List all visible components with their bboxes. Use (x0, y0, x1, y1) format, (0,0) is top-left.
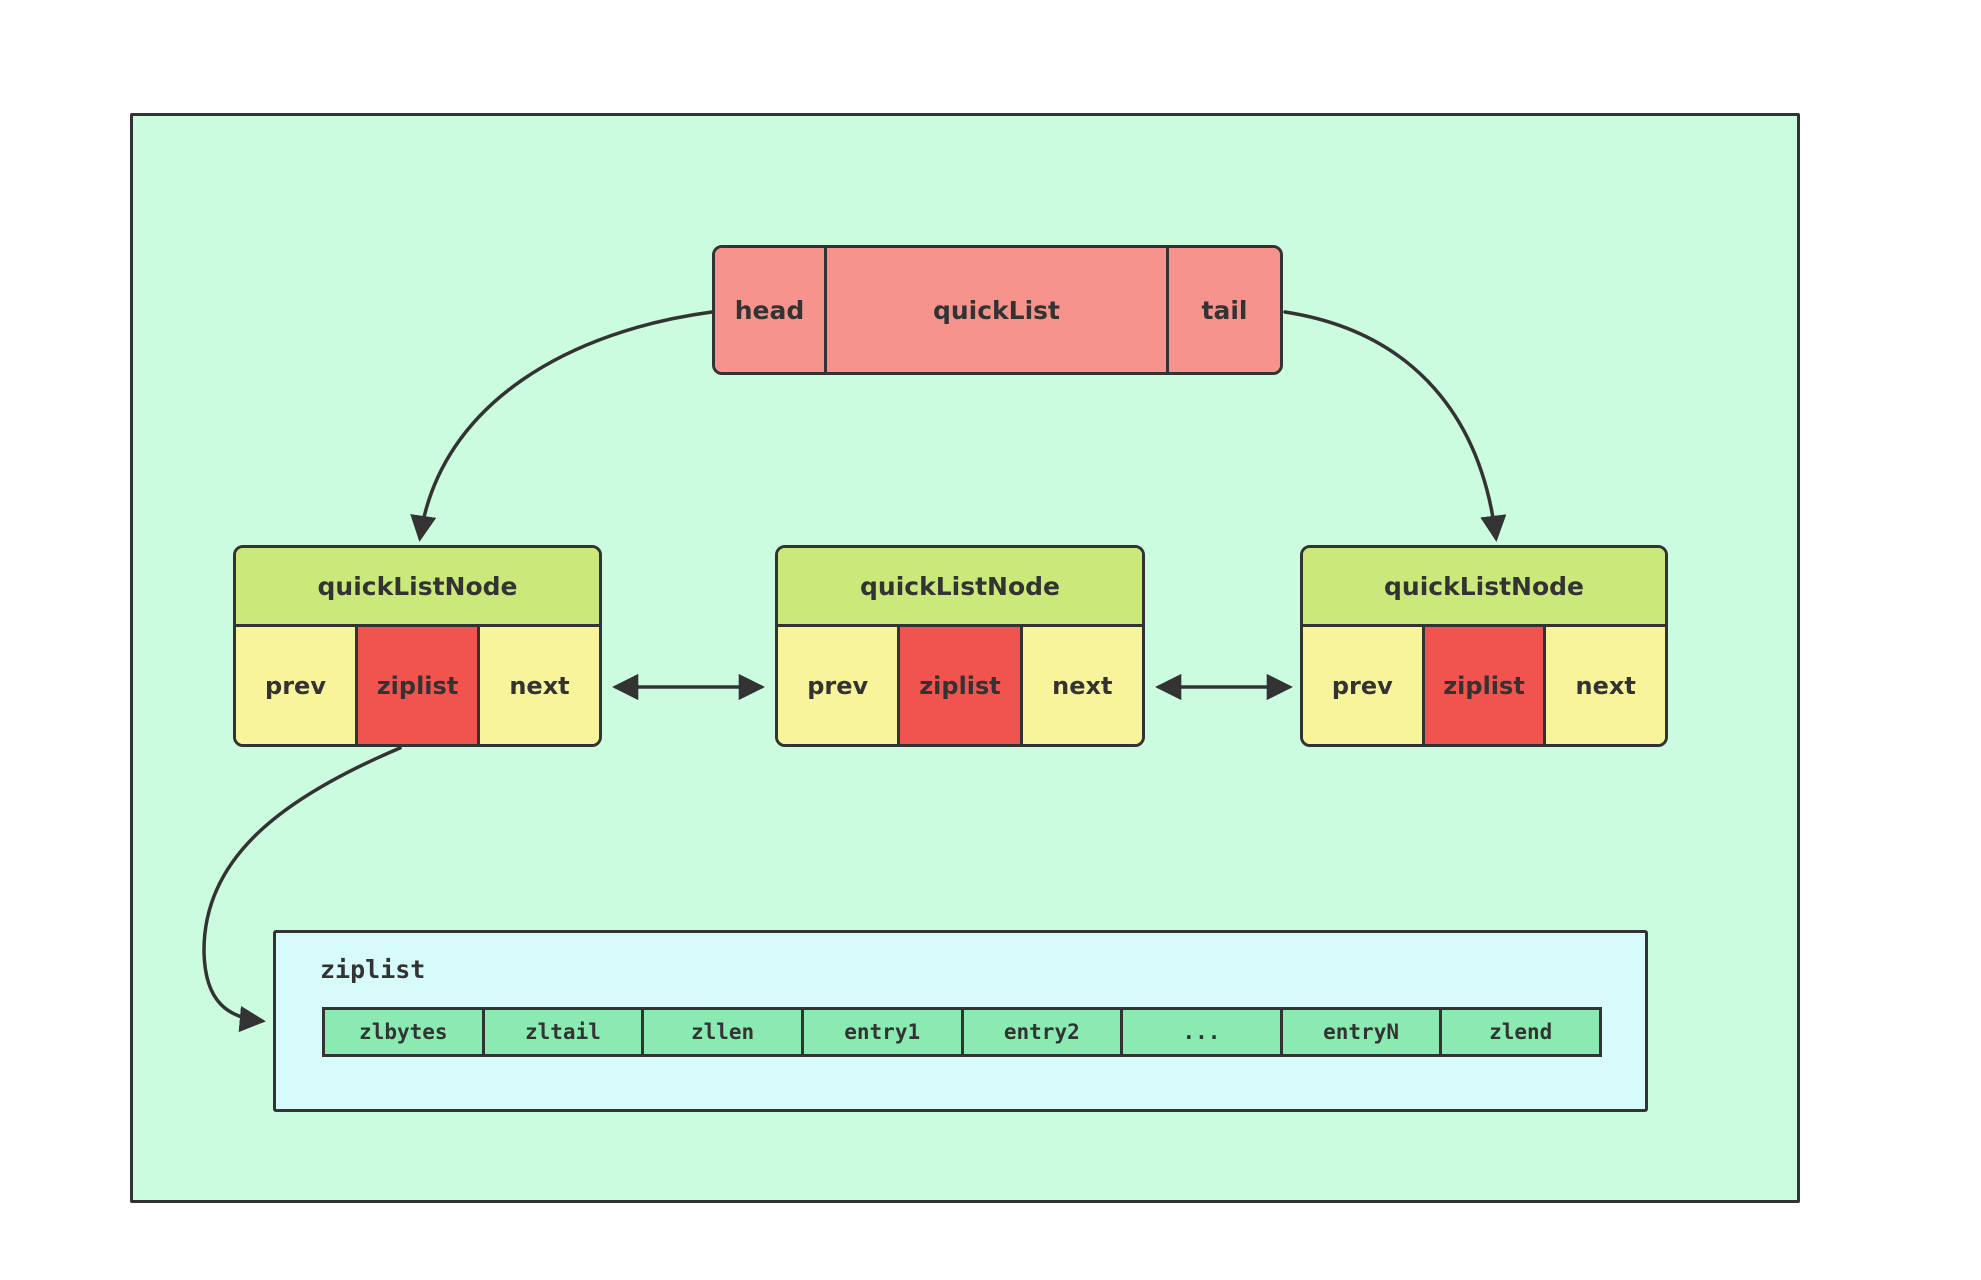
ziplist-panel-label: ziplist (320, 955, 426, 984)
quicklistnode-3: quickListNode prev ziplist next (1300, 545, 1668, 747)
quicklistnode-2-prev-cell: prev (778, 627, 898, 744)
ziplist-cell-entry1: entry1 (800, 1010, 961, 1054)
quicklistnode-1: quickListNode prev ziplist next (233, 545, 602, 747)
quicklist-title-cell: quickList (827, 248, 1166, 372)
quicklistnode-1-ziplist-cell: ziplist (355, 627, 480, 744)
quicklist-box: head quickList tail (712, 245, 1283, 375)
quicklistnode-1-next-cell: next (480, 627, 599, 744)
quicklistnode-2: quickListNode prev ziplist next (775, 545, 1145, 747)
quicklist-tail-cell: tail (1166, 248, 1280, 372)
ziplist-cell-zltail: zltail (481, 1010, 642, 1054)
ziplist-cell-ellipsis: ... (1120, 1010, 1280, 1054)
quicklistnode-1-title: quickListNode (236, 548, 599, 627)
quicklistnode-3-prev-cell: prev (1303, 627, 1422, 744)
ziplist-panel: ziplist zlbytes zltail zllen entry1 entr… (273, 930, 1648, 1112)
quicklistnode-2-ziplist-cell: ziplist (897, 627, 1023, 744)
ziplist-cell-zlbytes: zlbytes (325, 1010, 482, 1054)
quicklistnode-3-title: quickListNode (1303, 548, 1665, 627)
quicklistnode-3-ziplist-cell: ziplist (1421, 627, 1547, 744)
ziplist-cell-entry2: entry2 (960, 1010, 1121, 1054)
ziplist-structure-row: zlbytes zltail zllen entry1 entry2 ... e… (322, 1007, 1602, 1057)
ziplist-cell-entryN: entryN (1279, 1010, 1440, 1054)
quicklistnode-2-next-cell: next (1022, 627, 1142, 744)
ziplist-cell-zllen: zllen (641, 1010, 801, 1054)
quicklist-head-cell: head (715, 248, 827, 372)
quicklistnode-1-prev-cell: prev (236, 627, 355, 744)
quicklistnode-3-next-cell: next (1546, 627, 1665, 744)
quicklistnode-2-title: quickListNode (778, 548, 1142, 627)
ziplist-cell-zlend: zlend (1439, 1010, 1599, 1054)
